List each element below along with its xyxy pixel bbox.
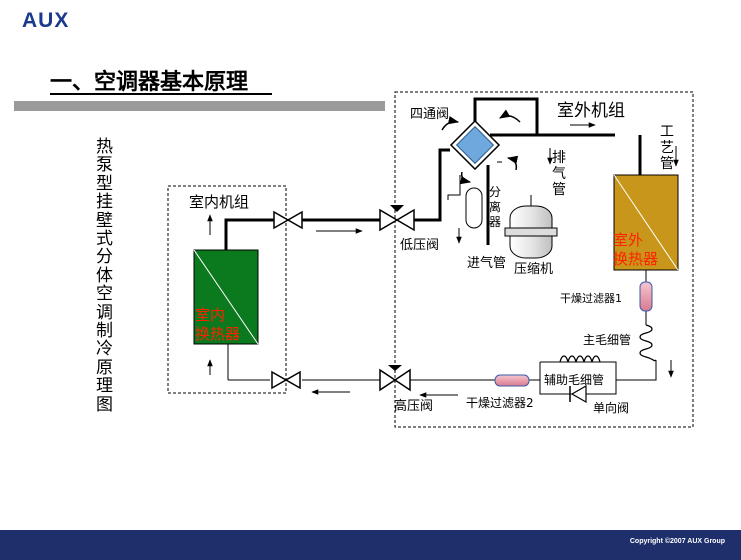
outdoor-unit-label: 室外机组 <box>557 101 625 121</box>
outdoor-hx-label-1: 室外 <box>613 231 643 249</box>
outdoor-hx-label-2: 换热器 <box>613 250 658 268</box>
dry-filter-1-label: 干燥过滤器1 <box>560 292 622 305</box>
dry-filter-1 <box>639 281 653 312</box>
flow-arrows <box>207 122 679 398</box>
indoor-unit-boundary <box>167 185 287 394</box>
main-capillary-coil <box>639 324 657 362</box>
dry-filter-2-label: 干燥过滤器2 <box>466 396 534 410</box>
title-bar <box>14 101 385 111</box>
footer-bar: Copyright ©2007 AUX Group <box>0 530 741 560</box>
slide-title: 一、空调器基本原理 <box>50 69 249 95</box>
title-underline <box>50 93 272 95</box>
liquid-pipes <box>227 161 657 395</box>
main-capillary-label: 主毛细管 <box>583 332 631 347</box>
indoor-gas-valve <box>273 210 303 230</box>
aux-logo: AUX <box>22 9 70 32</box>
aux-capillary-label: 辅助毛细管 <box>544 372 604 387</box>
low-pressure-valve-symbol <box>379 205 415 232</box>
aux-capillary-coil <box>559 355 601 363</box>
copyright-text: Copyright ©2007 AUX Group <box>629 538 725 545</box>
compressor-label: 压缩机 <box>514 261 553 277</box>
four-way-flow-arrows <box>441 109 521 185</box>
four-way-valve <box>449 119 501 171</box>
suction-pipe-label: 进气管 <box>467 255 506 271</box>
process-tube-label: 工艺管 <box>660 124 674 172</box>
high-pressure-valve-label: 高压阀 <box>394 398 433 414</box>
indoor-hx-label-1: 室内 <box>195 306 225 324</box>
indoor-unit-label: 室内机组 <box>189 193 249 211</box>
separator <box>465 187 483 229</box>
separator-label: 分离器 <box>489 185 501 229</box>
dry-filter-2 <box>494 374 530 387</box>
four-way-valve-label: 四通阀 <box>410 107 449 122</box>
vertical-title: 热泵型挂壁式分体空调制冷原理图 <box>96 137 113 415</box>
outdoor-heat-exchanger <box>613 174 679 271</box>
gas-pipes <box>224 97 642 250</box>
check-valve <box>569 384 587 404</box>
check-valve-label: 单向阀 <box>593 400 629 415</box>
high-pressure-valve-symbol <box>379 365 411 392</box>
outdoor-unit-boundary <box>394 91 694 428</box>
compressor <box>504 195 558 259</box>
discharge-pipe-label: 排气管 <box>552 150 566 198</box>
refrigeration-diagram: 室外机组 室内机组 四通阀 低压阀 进气管 压缩机 室外 换热器 室内 换热器 … <box>167 91 694 428</box>
indoor-heat-exchanger <box>193 249 259 345</box>
indoor-liquid-valve <box>271 370 301 390</box>
low-pressure-valve-label: 低压阀 <box>400 238 439 253</box>
indoor-hx-label-2: 换热器 <box>195 325 240 343</box>
